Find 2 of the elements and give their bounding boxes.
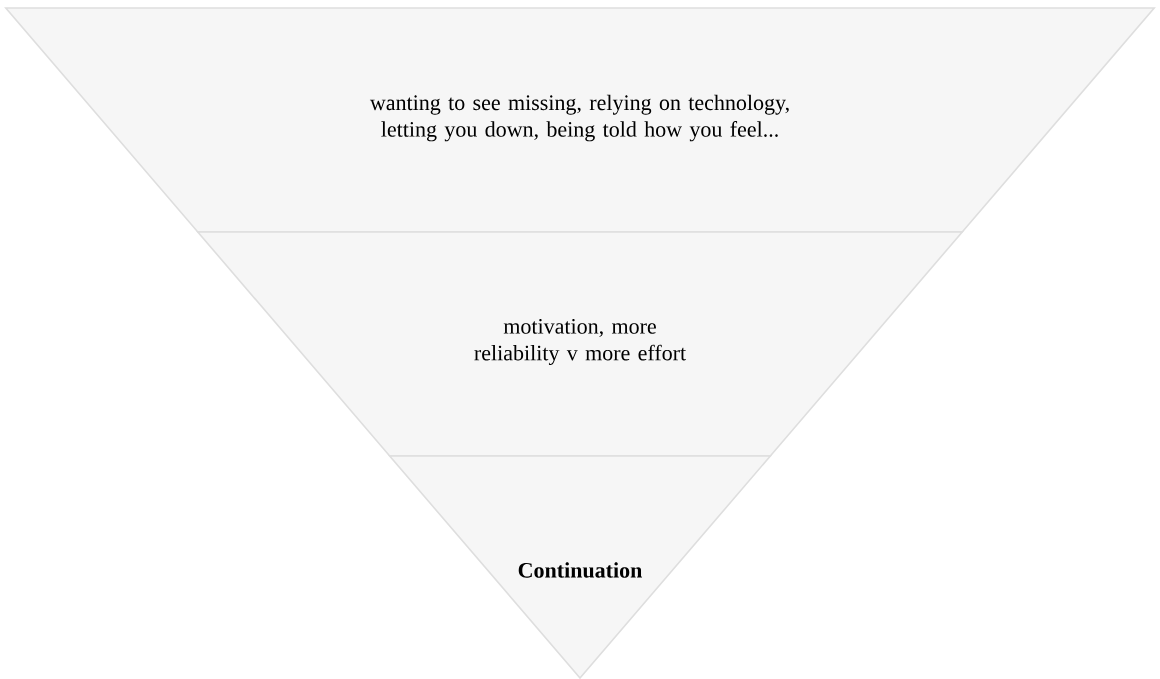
node-label: Continuation [518,562,643,578]
node-label: wanting to see missing, relying on technology, letting you down, being told how you feel... [369,94,789,142]
